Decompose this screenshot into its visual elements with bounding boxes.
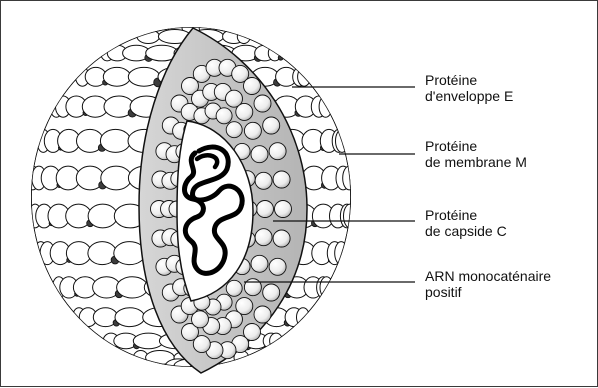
capsid-protein-sphere [226,122,242,138]
capsid-protein-sphere [255,172,272,189]
envelope-protein-unit [343,166,356,190]
envelope-protein-unit [100,129,130,152]
capsid-protein-sphere [257,201,274,218]
capsid-protein-sphere [251,146,268,163]
label-capsid-line1: Protéine [425,207,507,223]
capsid-protein-sphere [251,255,268,272]
membrane-protein-dot [276,343,281,348]
label-rna: ARN monocaténaire positif [425,268,551,300]
capsid-protein-sphere [216,108,232,124]
capsid-protein-sphere [263,284,280,301]
label-rna-line1: ARN monocaténaire [425,268,551,284]
label-capsid-protein: Protéine de capside C [425,207,507,239]
capsid-protein-sphere [244,279,261,296]
envelope-protein-unit [103,67,130,86]
label-membrane-protein: Protéine de membrane M [425,138,527,170]
label-membrane-line1: Protéine [425,138,527,154]
envelope-protein-unit [115,308,145,327]
capsid-protein-sphere [255,229,272,246]
capsid-protein-sphere [254,95,271,112]
capsid-protein-sphere [269,143,286,160]
membrane-protein-dot [345,258,350,263]
envelope-protein-unit [297,308,310,327]
capsid-protein-sphere [244,122,261,139]
envelope-protein-unit [101,166,132,190]
capsid-protein-sphere [269,258,286,275]
membrane-protein-dot [306,320,311,325]
capsid-protein-sphere [263,117,280,134]
capsid-protein-sphere [273,230,290,247]
envelope-protein-unit [88,204,117,228]
label-envelope-line2: d'enveloppe E [425,88,513,104]
label-membrane-line2: de membrane M [425,154,527,170]
capsid-protein-sphere [275,201,292,218]
label-envelope-line1: Protéine [425,72,513,88]
membrane-protein-dot [330,291,335,296]
envelope-protein-unit [117,277,148,298]
capsid-protein-sphere [244,78,261,95]
label-capsid-line2: de capside C [425,223,507,239]
capsid-protein-sphere [273,171,290,188]
capsid-protein-sphere [236,103,253,120]
label-rna-line2: positif [425,284,551,300]
capsid-protein-sphere [254,306,271,323]
capsid-protein-sphere [226,280,242,296]
envelope-protein-unit [335,242,348,265]
label-envelope-protein: Protéine d'enveloppe E [425,72,513,104]
membrane-protein-dot [245,359,250,364]
membrane-protein-dot [212,368,217,373]
envelope-protein-unit [237,30,250,44]
